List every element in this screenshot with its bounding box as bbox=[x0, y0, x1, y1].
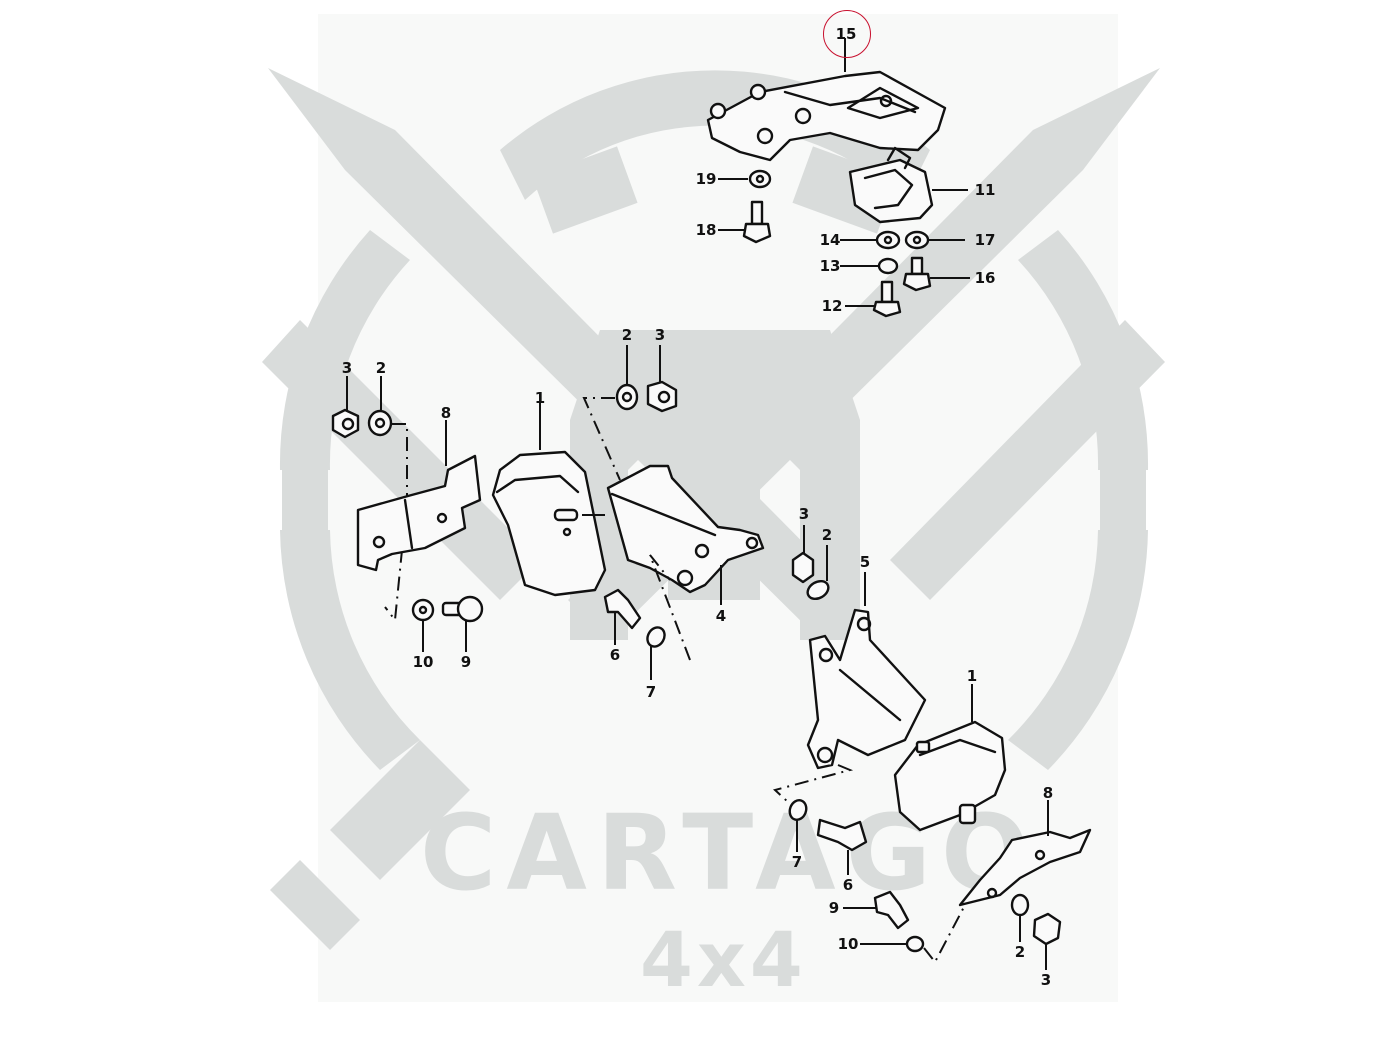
callout-9-left[interactable]: 9 bbox=[460, 653, 472, 671]
part-2-washer-left bbox=[367, 409, 393, 437]
part-10-washer-left bbox=[411, 598, 435, 622]
callout-8-right[interactable]: 8 bbox=[1042, 784, 1054, 802]
callout-1-left[interactable]: 1 bbox=[534, 389, 546, 407]
callout-9-right[interactable]: 9 bbox=[828, 899, 840, 917]
callout-7-center[interactable]: 7 bbox=[645, 683, 657, 701]
part-9-bolt-right bbox=[873, 890, 910, 930]
part-14-washer bbox=[875, 230, 901, 250]
part-16-bolt bbox=[902, 272, 932, 292]
callout-13[interactable]: 13 bbox=[819, 257, 841, 275]
callout-10-left[interactable]: 10 bbox=[412, 653, 434, 671]
callout-3-left[interactable]: 3 bbox=[341, 359, 353, 377]
callout-19[interactable]: 19 bbox=[695, 170, 717, 188]
part-8-bracket-left bbox=[356, 454, 482, 572]
part-11-mount bbox=[848, 146, 934, 224]
part-3-nut-right-bottom bbox=[1032, 912, 1062, 946]
part-12-bolt bbox=[872, 300, 902, 318]
callout-2-right[interactable]: 2 bbox=[821, 526, 833, 544]
part-3-nut-right bbox=[791, 551, 815, 584]
callout-3-right-bottom[interactable]: 3 bbox=[1040, 971, 1052, 989]
callout-3-center[interactable]: 3 bbox=[654, 326, 666, 344]
part-2-washer-right-bottom bbox=[1010, 893, 1030, 917]
part-3-nut-left bbox=[331, 408, 360, 439]
part-8-bracket-right bbox=[958, 828, 1092, 907]
part-13-washer bbox=[877, 257, 899, 275]
callout-5[interactable]: 5 bbox=[859, 553, 871, 571]
callout-15[interactable]: 15 bbox=[835, 25, 857, 43]
part-10-washer-right bbox=[905, 935, 925, 953]
callout-18[interactable]: 18 bbox=[695, 221, 717, 239]
callout-17[interactable]: 17 bbox=[974, 231, 996, 249]
callout-1-right[interactable]: 1 bbox=[966, 667, 978, 685]
part-2-washer-center bbox=[615, 383, 639, 411]
part-5-bracket bbox=[806, 608, 927, 770]
callout-8-left[interactable]: 8 bbox=[440, 404, 452, 422]
callout-14[interactable]: 14 bbox=[819, 231, 841, 249]
callout-6-center[interactable]: 6 bbox=[609, 646, 621, 664]
part-15-bracket bbox=[706, 70, 947, 162]
part-1-mount-left bbox=[491, 450, 607, 597]
part-7-washer-right bbox=[788, 799, 808, 821]
callout-2-left[interactable]: 2 bbox=[375, 359, 387, 377]
part-6-bolt-center bbox=[603, 588, 642, 630]
callout-6-right[interactable]: 6 bbox=[842, 876, 854, 894]
part-19-nut bbox=[748, 169, 772, 189]
callout-4[interactable]: 4 bbox=[715, 607, 727, 625]
part-4-bracket bbox=[606, 464, 765, 594]
part-7-washer-center bbox=[646, 626, 666, 648]
callout-11[interactable]: 11 bbox=[974, 181, 996, 199]
callout-16[interactable]: 16 bbox=[974, 269, 996, 287]
watermark-sub: 4x4 bbox=[640, 915, 807, 1004]
part-1-mount-right bbox=[893, 720, 1007, 832]
highlight-circle-part-15 bbox=[823, 10, 871, 58]
callout-12[interactable]: 12 bbox=[821, 297, 843, 315]
part-2-washer-right bbox=[806, 579, 830, 601]
callout-2-center[interactable]: 2 bbox=[621, 326, 633, 344]
part-18-bolt bbox=[742, 222, 772, 244]
callout-7-right[interactable]: 7 bbox=[791, 853, 803, 871]
part-3-nut-center bbox=[646, 380, 678, 413]
callout-3-right[interactable]: 3 bbox=[798, 505, 810, 523]
part-17-nut bbox=[904, 230, 930, 250]
callout-10-right[interactable]: 10 bbox=[837, 935, 859, 953]
part-6-bolt-right bbox=[816, 818, 868, 852]
callout-2-right-bottom[interactable]: 2 bbox=[1014, 943, 1026, 961]
